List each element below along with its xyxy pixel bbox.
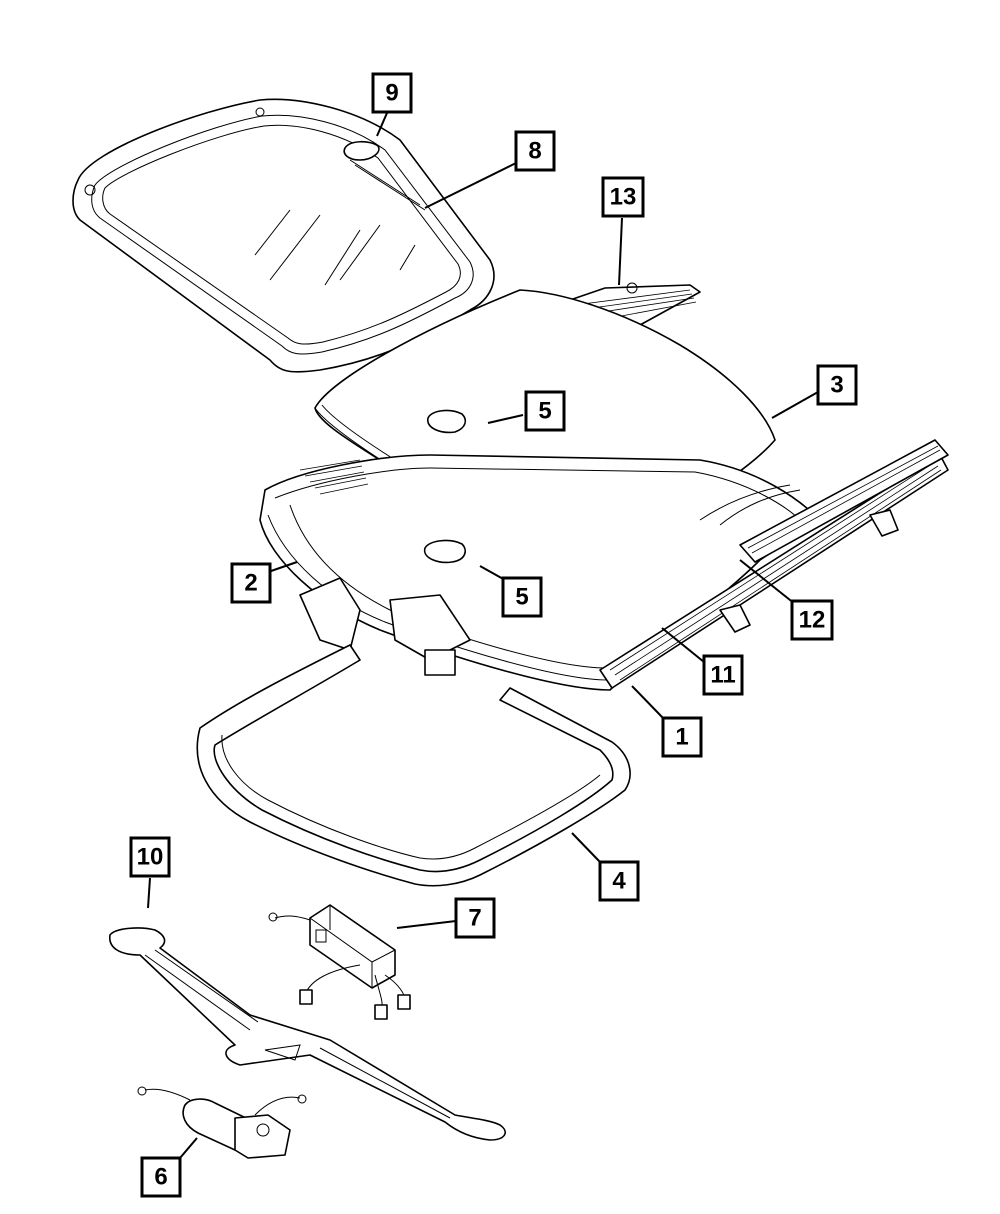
callout-8-label: 8 [528,138,541,165]
callout-9-label: 9 [385,80,398,107]
leader-2 [270,561,298,572]
control-module-part [268,904,411,1020]
seal-clip-part [343,140,426,211]
leader-5a [487,414,524,424]
callout-5-lower-label: 5 [515,584,528,611]
leader-lines [147,112,819,1159]
drain-seal-part [196,644,631,887]
callout-13-label: 13 [610,184,637,211]
drive-motor-part [137,1086,307,1159]
leader-5b [479,565,506,581]
callout-3-label: 3 [830,372,843,399]
callout-5-lower[interactable]: 5 [501,576,543,618]
callout-11[interactable]: 11 [702,654,744,696]
leader-3 [771,391,819,419]
leader-4 [571,832,601,863]
callout-5-upper[interactable]: 5 [524,390,566,432]
leader-11 [661,627,705,663]
callout-5-upper-label: 5 [538,398,551,425]
callout-10[interactable]: 10 [129,836,171,878]
leader-6 [179,1137,198,1159]
wiring-harness-part [109,927,506,1141]
callout-12[interactable]: 12 [790,599,834,641]
callout-4[interactable]: 4 [598,860,640,902]
leader-10 [147,877,151,909]
callout-7-label: 7 [468,905,481,932]
leader-12 [739,559,796,605]
leader-8 [424,162,517,209]
leader-9 [376,112,388,137]
callout-6[interactable]: 6 [140,1156,182,1198]
sunroof-frame-assembly-part [259,439,949,691]
leader-7 [396,920,457,929]
callout-6-label: 6 [154,1164,167,1191]
callout-3[interactable]: 3 [816,364,858,406]
callout-4-label: 4 [612,868,626,895]
callout-13[interactable]: 13 [601,176,645,218]
glass-frame-seal-part [72,98,495,373]
callout-1-label: 1 [675,724,688,751]
callout-11-label: 11 [710,662,735,689]
callout-10-label: 10 [137,844,164,871]
callout-1[interactable]: 1 [661,716,703,758]
leader-13 [618,217,623,286]
callout-2-label: 2 [244,570,257,597]
callout-9[interactable]: 9 [371,72,413,114]
callout-8[interactable]: 8 [514,130,556,172]
callout-2[interactable]: 2 [230,562,272,604]
callout-12-label: 12 [799,607,826,634]
leader-1 [631,685,664,719]
callout-7[interactable]: 7 [454,897,496,939]
